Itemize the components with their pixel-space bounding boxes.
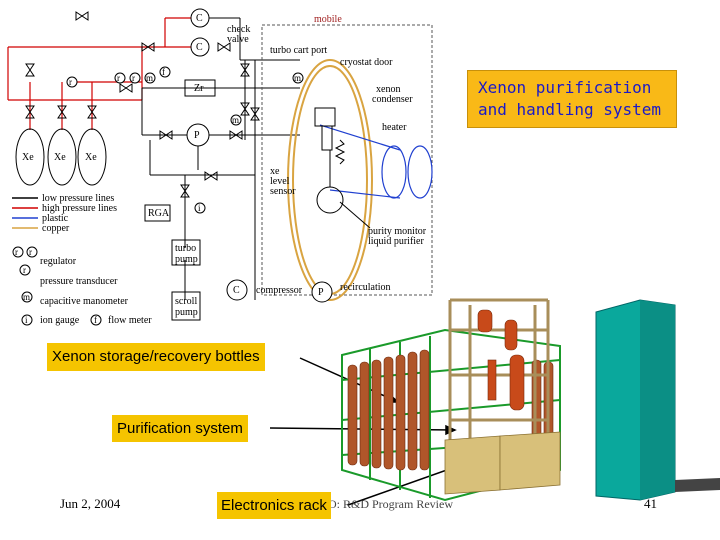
legend-lines [12,197,38,229]
symbol-r-1: r [69,77,72,87]
footer-page-number: 41 [644,496,657,511]
xe-level-label-2: level [270,176,290,187]
xenon-condenser-label-2: condenser [372,94,413,105]
legend-low-pressure: low pressure lines [42,193,115,204]
rga-label: RGA [148,208,170,219]
symbol-m-2: m [232,115,240,125]
title-box: Xenon purification and handling system [467,70,677,128]
base-cabinet-left [444,435,501,495]
xe-bottle-3 [77,128,107,186]
legend-pressure-transducer: pressure transducer [40,276,118,287]
symbol-c-1: C [196,13,203,24]
legend-symbol-r-3: r [23,265,26,275]
symbol-p-1: P [194,130,200,141]
symbol-r-2: r [117,73,120,83]
recirc-p [311,281,333,303]
low-pressure-lines [141,17,300,300]
footer-date: Jun 2, 2004 [60,496,121,511]
purification-system-frame [448,298,550,445]
turbo-pump-box [171,239,201,266]
symbol-f-1: f [162,67,165,77]
valve-symbols [25,42,260,198]
xe-bottle-3-label: Xe [85,152,97,163]
pump-p1 [186,123,210,147]
symbol-m-3: m [294,73,302,83]
check-valve-c1 [190,8,210,28]
title-line-2: and handling system [478,100,662,119]
legend-symbol-m: m [23,292,31,302]
legend-copper: copper [42,223,70,234]
xe-bottle-2-label: Xe [54,152,66,163]
compressor-c [226,279,248,301]
check-valve-label-1: check [227,24,251,35]
legend-high-pressure: high pressure lines [42,203,117,214]
symbol-r-3: r [132,73,135,83]
liquid-purifier-label: liquid purifier [368,236,424,247]
title-line-1: Xenon purification [478,78,652,97]
symbol-c-compressor: C [233,285,240,296]
xenon-condenser-label-1: xenon [376,84,401,95]
xe-level-label-3: sensor [270,186,296,197]
electronics-callout: Electronics rack [217,492,331,519]
xenon-bottles [15,128,107,186]
scroll-pump-label-1: scroll [175,296,198,307]
rga-box [144,204,171,222]
3d-model-render [341,298,720,502]
mobile-cart-boundary [261,24,433,296]
top-valve-symbol [75,11,89,21]
legend-ion-gauge: ion gauge [40,315,80,326]
legend-flow-meter: flow meter [108,315,152,326]
check-valve-label-2: valve [227,34,249,45]
purification-components [477,309,525,411]
xe-bottle-1-label: Xe [22,152,34,163]
symbol-m-1: m [146,73,154,83]
legend-symbol-i: i [25,315,28,325]
base-cabinet-right [499,431,561,491]
turbo-cart-port-label: turbo cart port [270,45,328,56]
scroll-pump-label-2: pump [175,307,198,318]
purity-monitor-label: purity monitor [368,226,427,237]
symbol-c-2: C [196,42,203,53]
footer-conference: EXO: R&D Program Review [312,497,453,511]
mobile-label: mobile [314,14,342,25]
heater-label: heater [382,122,407,133]
zr-label: Zr [194,83,204,94]
purification-callout: Purification system [112,415,248,442]
turbo-pump-label-2: pump [175,254,198,265]
zr-purifier-box [184,79,216,97]
legend-symbols [12,246,102,326]
symbol-i-1: i [198,203,201,213]
gauge-circles [66,8,333,303]
check-valve-c2 [190,37,210,57]
xe-bottle-1 [15,128,45,186]
symbol-p-recirc: P [318,287,324,298]
turbo-pump-label-1: turbo [175,243,197,254]
legend-symbol-r-2: r [29,247,32,257]
compressor-label: compressor [256,285,303,296]
legend-plastic: plastic [42,213,69,224]
component-boxes [144,79,216,321]
scroll-pump-box [171,291,201,321]
cryostat-door-label: cryostat door [340,57,393,68]
legend-capacitive-manometer: capacitive manometer [40,296,129,307]
recirculation-label: recirculation [340,282,391,293]
xe-level-label-1: xe [270,166,280,177]
plastic-lines [319,124,433,199]
legend-regulator: regulator [40,256,77,267]
storage-callout: Xenon storage/recovery bottles [47,343,265,371]
cryostat-internals [314,107,371,229]
legend-symbol-f: f [94,315,97,325]
legend-symbol-r-1: r [15,247,18,257]
xe-bottle-2 [47,128,77,186]
